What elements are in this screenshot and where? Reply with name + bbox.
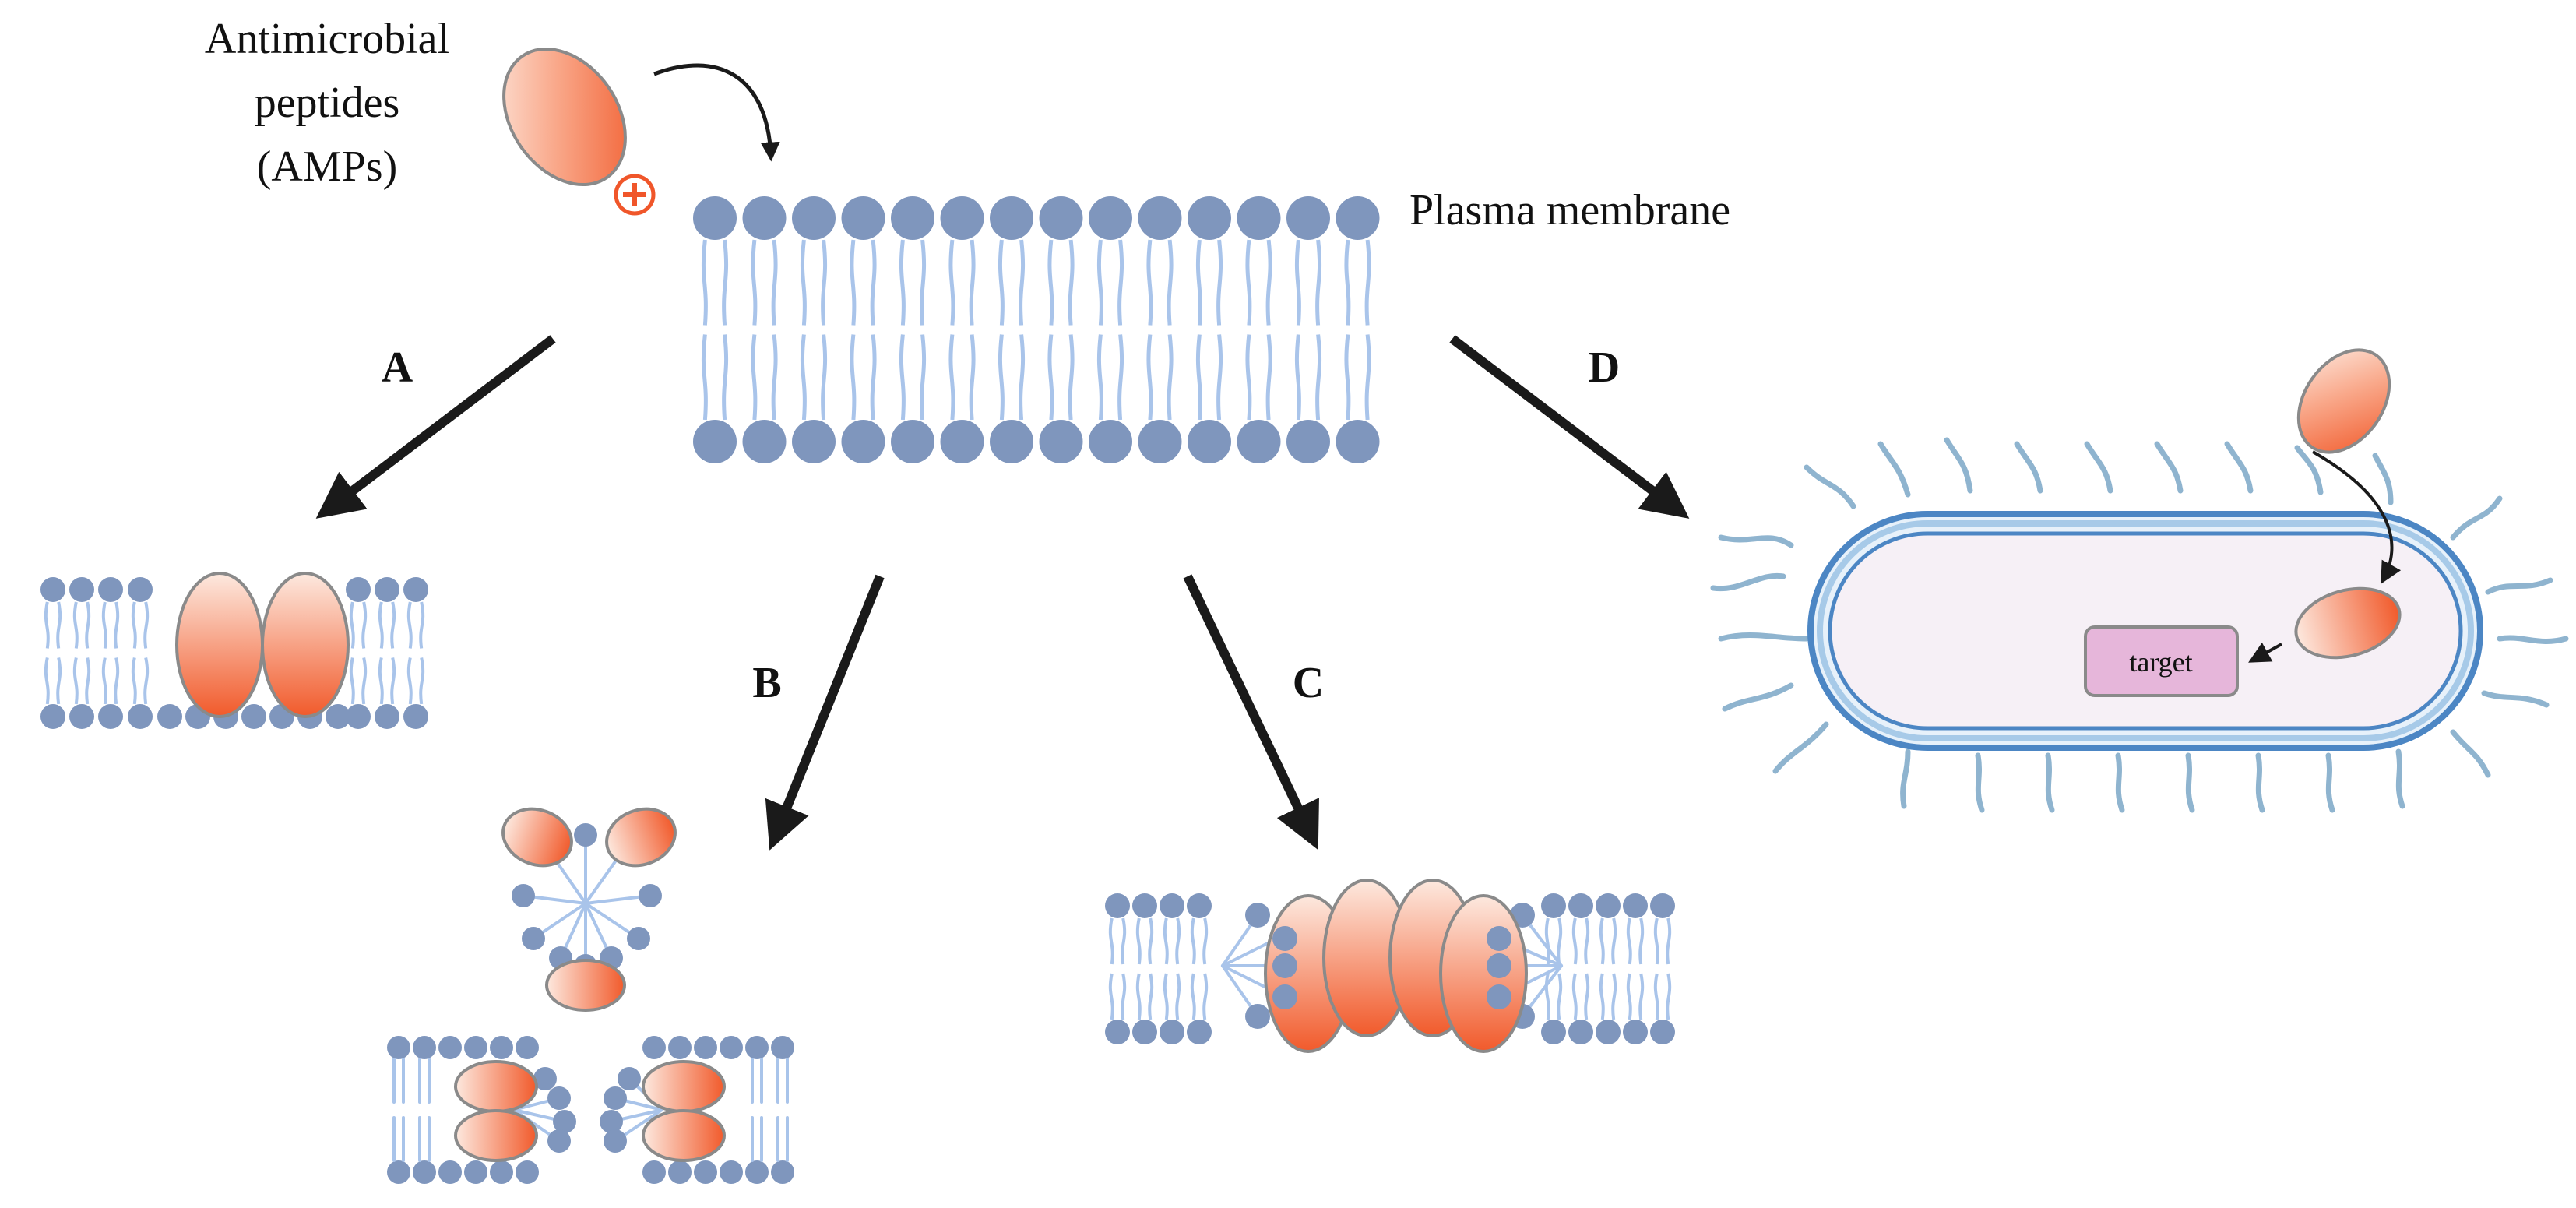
plasma-membrane-bilayer <box>693 196 1380 463</box>
positive-charge-icon <box>614 174 656 216</box>
arrow-c <box>1183 574 1319 851</box>
barrel-stave-model <box>40 572 428 729</box>
toroidal-pore-model <box>1105 879 1675 1053</box>
arrow-a <box>315 335 556 519</box>
entering-peptide <box>2296 348 2391 454</box>
panel-letter-b: B <box>752 659 781 707</box>
panel-letter-d: D <box>1589 343 1620 392</box>
internal-peptide <box>2294 586 2402 660</box>
arrow-b <box>765 574 885 851</box>
approach-arrow <box>653 63 780 162</box>
free-amp-peptide <box>502 47 627 187</box>
bacterial-flagella <box>1710 437 2569 813</box>
amp-label-line1: Antimicrobial <box>205 15 449 63</box>
target-box <box>2084 625 2239 697</box>
panel-letter-a: A <box>382 343 413 392</box>
intracellular-target-model: target <box>1710 348 2569 813</box>
cell-wall-middle <box>1817 520 2474 741</box>
arrow-d <box>1449 335 1690 519</box>
plasma-membrane-label: Plasma membrane <box>1409 186 1730 234</box>
target-arrow <box>2248 642 2282 663</box>
panel-letter-c: C <box>1293 659 1324 707</box>
carpet-model <box>387 807 794 1184</box>
entry-arrow <box>2312 450 2402 584</box>
target-label: target <box>2129 646 2192 678</box>
amp-label-line2: peptides <box>255 79 400 127</box>
amp-label-line3: (AMPs) <box>257 143 397 191</box>
